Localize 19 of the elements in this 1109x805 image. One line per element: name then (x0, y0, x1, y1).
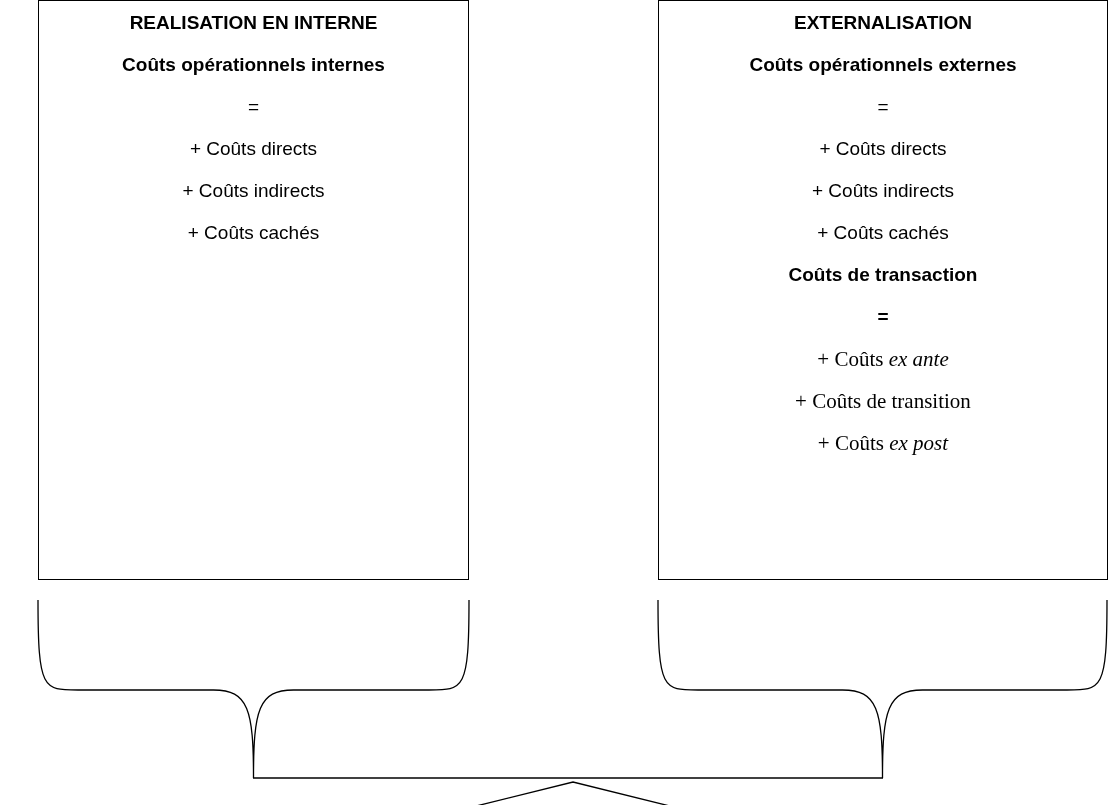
cost-item: + Coûts directs (819, 137, 947, 161)
cost-heading: Coûts opérationnels externes (749, 53, 1017, 77)
cost-heading: = (877, 305, 889, 329)
cost-item: = (877, 95, 889, 119)
cost-item: + Coûts ex post (817, 431, 949, 455)
cost-item: + Coûts de transition (795, 389, 971, 413)
cost-item: + Coûts ex ante (817, 347, 949, 371)
cost-item: + Coûts cachés (187, 221, 320, 245)
cost-item: + Coûts directs (189, 137, 318, 161)
cost-item: = (247, 95, 260, 119)
cost-item: + Coûts cachés (817, 221, 949, 245)
cost-heading: Coûts de transaction (788, 263, 978, 287)
box-heading: EXTERNALISATION (793, 11, 972, 35)
cost-box (658, 0, 1108, 580)
cost-heading: Coûts opérationnels internes (122, 53, 385, 77)
cost-box (38, 0, 469, 580)
box-heading: REALISATION EN INTERNE (129, 11, 378, 35)
cost-item: + Coûts indirects (811, 179, 954, 203)
cost-item: + Coûts indirects (182, 179, 325, 203)
